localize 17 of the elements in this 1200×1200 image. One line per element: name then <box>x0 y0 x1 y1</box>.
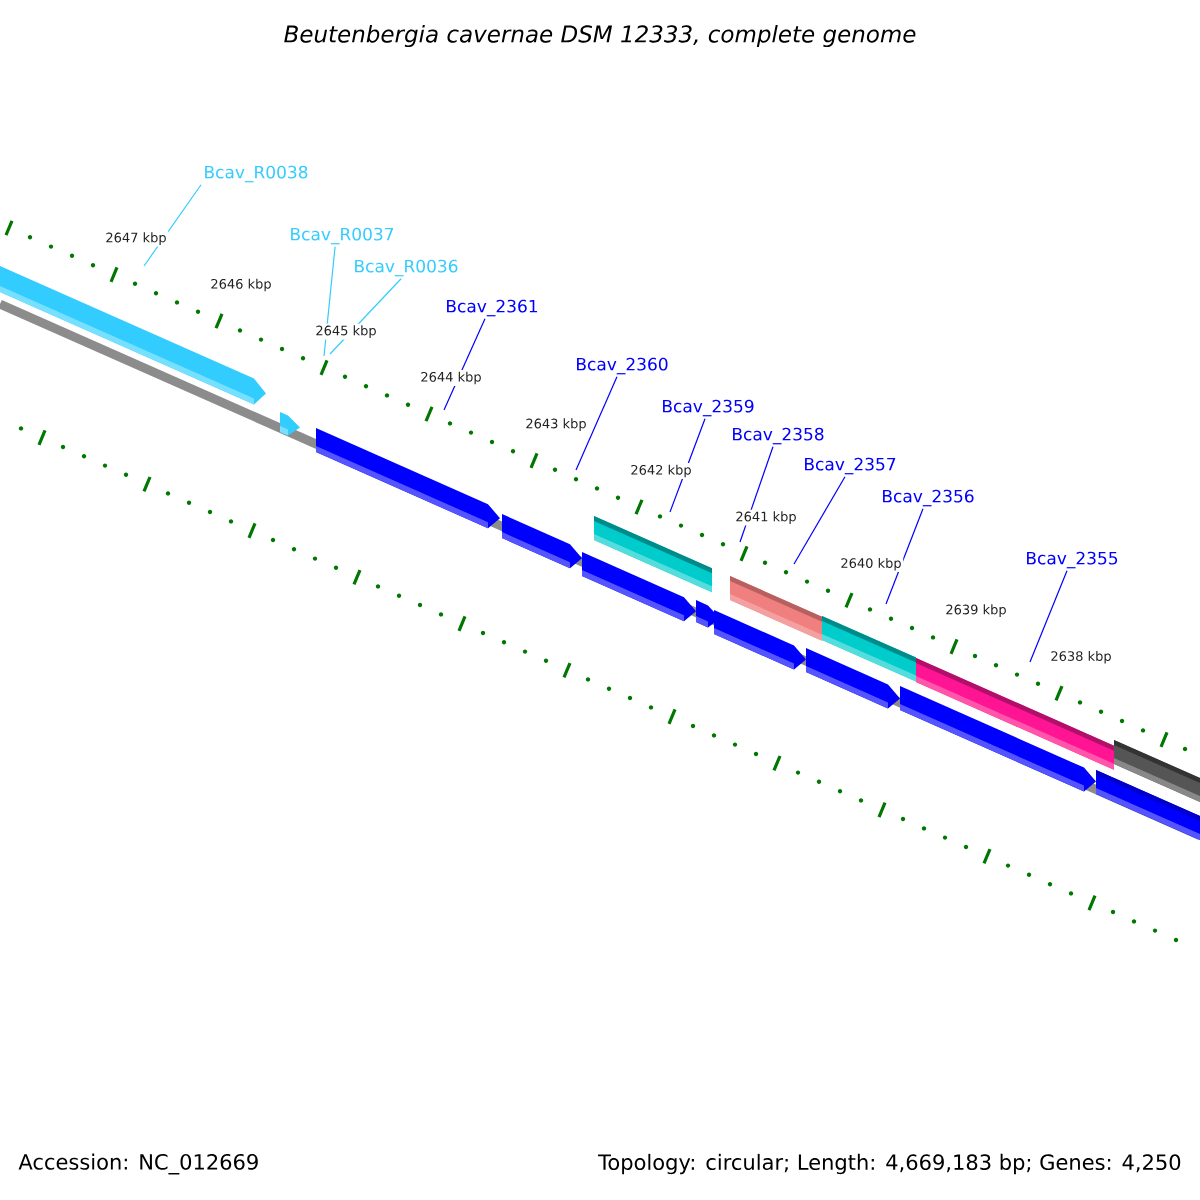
gene-label: Bcav_2358 <box>733 427 824 445</box>
gene-label: Bcav_2357 <box>805 457 896 475</box>
gene-label: Bcav_2355 <box>1027 551 1118 569</box>
accession-text: Accession: NC_012669 <box>18 1153 258 1175</box>
leader-line <box>793 476 846 565</box>
gene-label: Bcav_R0038 <box>205 165 308 183</box>
gene-label: Bcav_R0036 <box>355 259 458 277</box>
gene-label: Bcav_R0037 <box>291 227 394 245</box>
gene-label: Bcav_2359 <box>663 399 754 417</box>
gene-label: Bcav_2360 <box>577 357 668 375</box>
gene-label: Bcav_2356 <box>883 489 974 507</box>
leader-line <box>1029 570 1068 663</box>
leader-line <box>885 508 924 605</box>
gene-label: Bcav_2361 <box>447 299 538 317</box>
title: Beutenbergia cavernae DSM 12333, complete genome <box>284 24 916 48</box>
leader-line <box>575 376 618 471</box>
genome-info-text: Topology: circular; Length: 4,669,183 bp; Genes: 4,250 <box>598 1153 1181 1175</box>
